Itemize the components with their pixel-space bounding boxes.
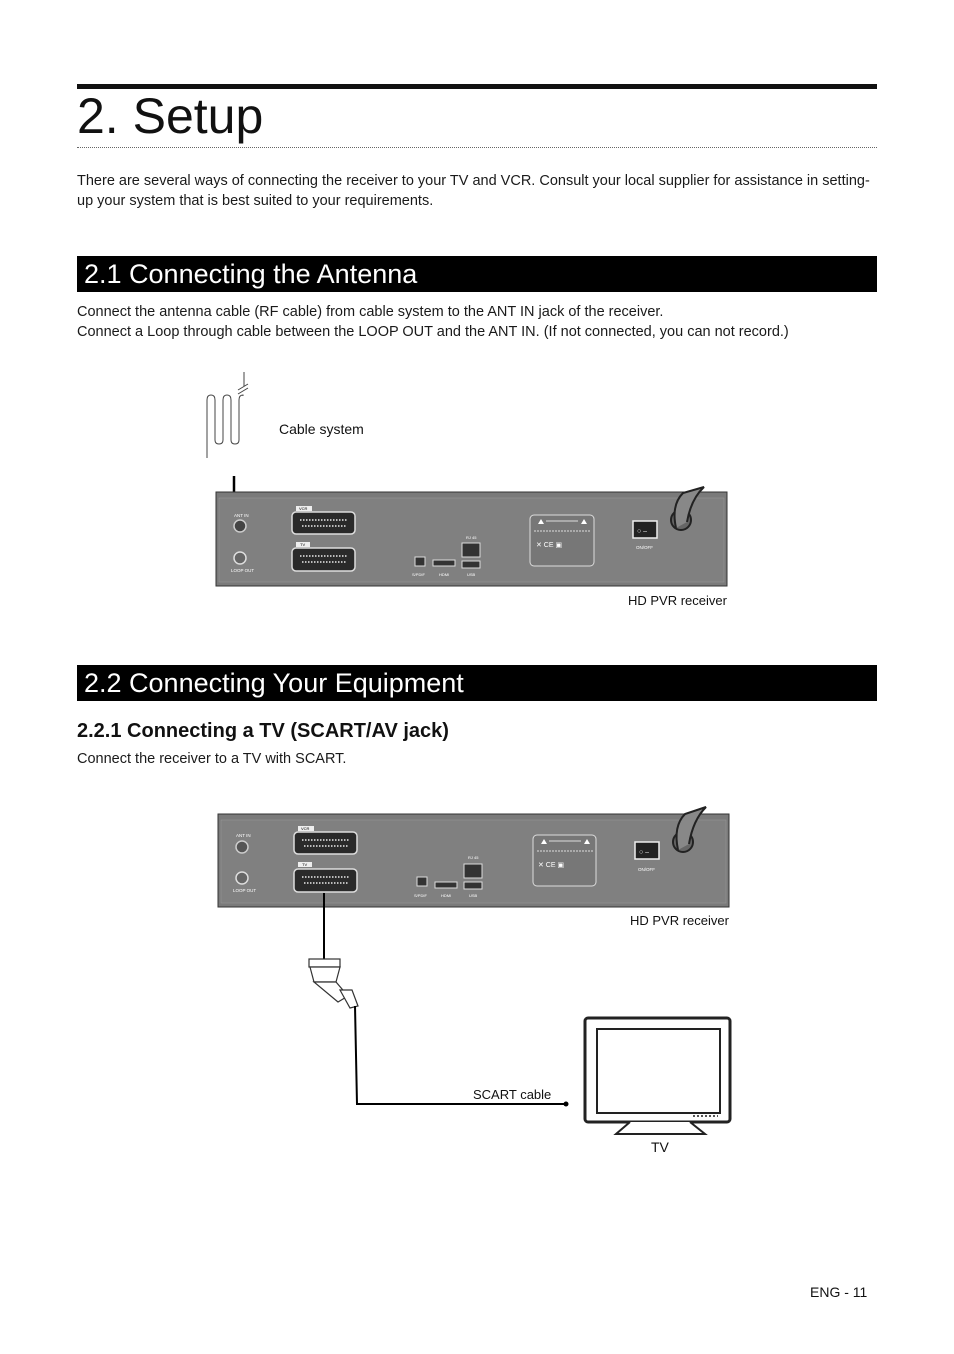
section-heading-antenna: 2.1 Connecting the Antenna — [77, 256, 877, 292]
svg-text:✕ CE ▣: ✕ CE ▣ — [538, 862, 564, 869]
svg-text:LOOP OUT: LOOP OUT — [233, 888, 256, 893]
scart-cable — [308, 893, 569, 1107]
svg-text:ANT IN: ANT IN — [236, 833, 251, 838]
rj45-port — [463, 863, 483, 879]
rj45-port — [461, 542, 481, 558]
svg-text:S/PDIF: S/PDIF — [412, 572, 425, 577]
page-title: 2. Setup — [77, 88, 264, 144]
svg-text:RJ 45: RJ 45 — [466, 535, 477, 540]
loop-out-jack — [233, 551, 247, 565]
spdif-port — [416, 876, 428, 887]
svg-text:TV: TV — [302, 862, 307, 867]
svg-text:USB: USB — [469, 893, 478, 898]
antenna-instruction-2: Connect a Loop through cable between the… — [77, 324, 789, 340]
tv-label: TV — [651, 1139, 669, 1155]
scart-tv-socket — [293, 868, 358, 893]
subsection-heading-tv: 2.2.1 Connecting a TV (SCART/AV jack) — [77, 720, 449, 742]
svg-text:ON/OFF: ON/OFF — [636, 545, 653, 550]
intro-paragraph: There are several ways of connecting the… — [77, 173, 870, 209]
warning-label — [529, 514, 595, 567]
scart-vcr-socket — [293, 831, 358, 855]
usb-port — [461, 560, 481, 569]
receiver-label-1: HD PVR receiver — [628, 593, 727, 608]
svg-text:ON/OFF: ON/OFF — [638, 867, 655, 872]
svg-text:HDMI: HDMI — [441, 893, 451, 898]
svg-text:S/PDIF: S/PDIF — [414, 893, 427, 898]
tv-instruction: Connect the receiver to a TV with SCART. — [77, 751, 347, 767]
dotted-divider — [77, 147, 877, 148]
antenna-instruction-1: Connect the antenna cable (RF cable) fro… — [77, 304, 664, 320]
hdmi-port — [434, 881, 458, 889]
svg-text:TV: TV — [300, 542, 305, 547]
svg-text:○ –: ○ – — [639, 849, 649, 856]
usb-port — [463, 881, 483, 890]
power-switch — [632, 520, 658, 539]
svg-text:✕ CE ▣: ✕ CE ▣ — [536, 542, 562, 549]
receiver-label-2: HD PVR receiver — [630, 913, 729, 928]
ant-in-jack — [233, 519, 247, 533]
receiver-rear-panel-1: ANT IN LOOP OUT VCR TV S/PDIF HDMI RJ 45… — [215, 486, 728, 587]
page-number: ENG - 11 — [810, 1284, 868, 1300]
loop-out-jack — [235, 871, 249, 885]
warning-label — [532, 834, 597, 887]
title-rule — [77, 84, 877, 89]
power-switch — [634, 841, 660, 860]
hdmi-port — [432, 559, 456, 567]
tv-icon — [583, 1016, 732, 1135]
svg-text:ANT IN: ANT IN — [234, 513, 249, 518]
svg-text:VCR: VCR — [301, 826, 310, 831]
cable-system-label: Cable system — [279, 421, 364, 437]
svg-text:HDMI: HDMI — [439, 572, 449, 577]
svg-text:VCR: VCR — [299, 506, 308, 511]
svg-text:○ –: ○ – — [637, 528, 647, 535]
svg-text:LOOP OUT: LOOP OUT — [231, 568, 254, 573]
cable-system-icon — [206, 372, 249, 458]
ant-in-jack — [235, 840, 249, 854]
scart-tv-socket — [291, 547, 356, 572]
section-heading-equipment: 2.2 Connecting Your Equipment — [77, 665, 877, 701]
scart-cable-label: SCART cable — [473, 1087, 552, 1102]
svg-text:RJ 45: RJ 45 — [468, 855, 479, 860]
scart-vcr-socket — [291, 511, 356, 535]
receiver-rear-panel-2: ANT IN LOOP OUT VCR TV S/PDIF HDMI RJ 45… — [217, 806, 730, 908]
spdif-port — [414, 556, 426, 567]
svg-text:USB: USB — [467, 572, 476, 577]
